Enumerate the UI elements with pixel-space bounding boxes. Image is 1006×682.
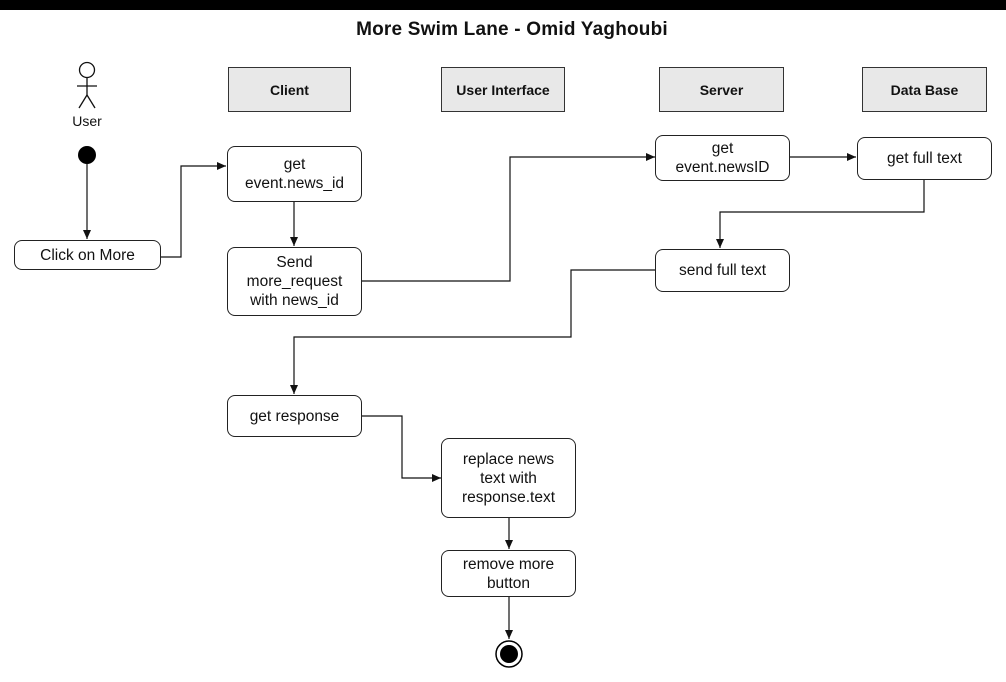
edge-click-to-get-id: [161, 162, 226, 258]
edge-response-to-replace: [362, 415, 441, 482]
activity-send-full-text: send full text: [655, 249, 790, 292]
end-node: [495, 640, 523, 668]
user-actor-icon: [77, 61, 97, 109]
lane-header-client: Client: [228, 67, 351, 112]
start-node: [78, 146, 96, 164]
lane-header-server: Server: [659, 67, 784, 112]
lane-header-database: Data Base: [862, 67, 987, 112]
diagram-title: More Swim Lane - Omid Yaghoubi: [356, 19, 668, 40]
edge-send-full-to-response: [290, 269, 655, 394]
lane-header-user-interface: User Interface: [441, 67, 565, 112]
activity-get-full-text: get full text: [857, 137, 992, 180]
edge-db-to-send-full: [716, 180, 925, 248]
actor-label: User: [72, 113, 102, 129]
top-black-bar: [0, 0, 1006, 10]
edge-send-to-server: [362, 153, 655, 282]
activity-get-response: get response: [227, 395, 362, 437]
activity-click-on-more: Click on More: [14, 240, 161, 270]
